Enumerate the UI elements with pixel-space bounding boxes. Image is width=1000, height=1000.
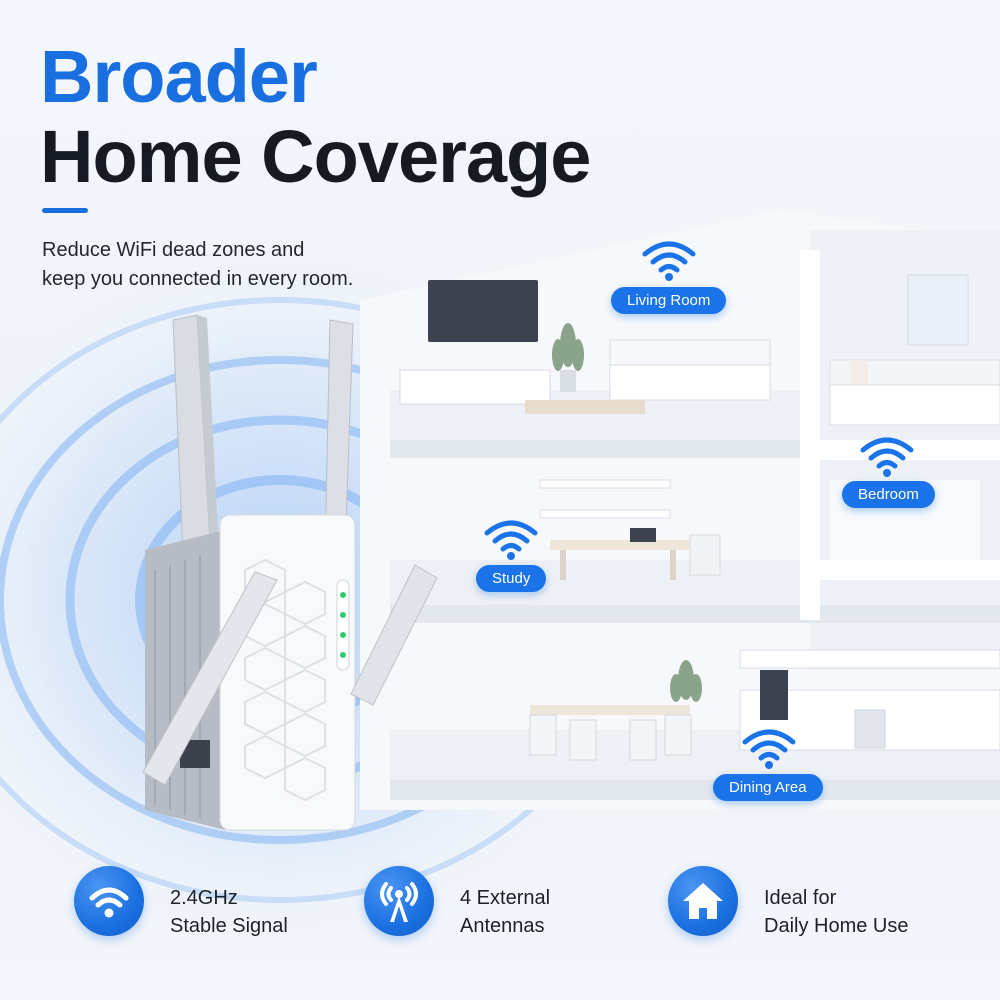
feature-home-badge <box>668 866 738 936</box>
feature-line-1: 2.4GHz <box>170 887 238 909</box>
headline-line-1: Broader <box>40 35 318 118</box>
living-room-wifi-icon <box>642 241 696 281</box>
feature-daily-home-use: Ideal for Daily Home Use <box>668 866 968 946</box>
room-label-dining-area: Dining Area <box>713 774 823 801</box>
feature-line-1: 4 External <box>460 887 551 909</box>
dining-area-wifi-icon <box>742 729 796 769</box>
feature-stable-signal: 2.4GHz Stable Signal <box>74 866 334 946</box>
study-wifi-icon <box>484 520 538 560</box>
feature-text: 4 External Antennas <box>460 884 550 940</box>
feature-wifi-badge <box>74 866 144 936</box>
feature-line-2: Antennas <box>460 915 545 937</box>
headline-line-2: Home Coverage <box>40 115 591 198</box>
headline-underline <box>42 208 88 213</box>
feature-external-antennas: 4 External Antennas <box>364 866 624 946</box>
room-label-bedroom: Bedroom <box>842 481 935 508</box>
room-label-study: Study <box>476 565 547 592</box>
wifi-extender-device <box>142 314 438 831</box>
feature-line-2: Stable Signal <box>170 915 288 937</box>
bedroom-wifi-icon <box>860 437 914 477</box>
subtitle: Reduce WiFi dead zones and keep you conn… <box>42 236 422 294</box>
feature-line-2: Daily Home Use <box>764 915 909 937</box>
home-icon <box>683 883 723 919</box>
feature-text: 2.4GHz Stable Signal <box>170 884 288 940</box>
subtitle-line-2: keep you connected in every room. <box>42 268 354 290</box>
house-cutaway <box>360 210 1000 810</box>
subtitle-line-1: Reduce WiFi dead zones and <box>42 239 305 261</box>
room-label-living-room: Living Room <box>611 287 727 314</box>
antenna-icon <box>380 882 418 922</box>
feature-line-1: Ideal for <box>764 887 837 909</box>
feature-text: Ideal for Daily Home Use <box>764 884 908 940</box>
feature-antenna-badge <box>364 866 434 936</box>
wifi-icon <box>89 887 129 918</box>
